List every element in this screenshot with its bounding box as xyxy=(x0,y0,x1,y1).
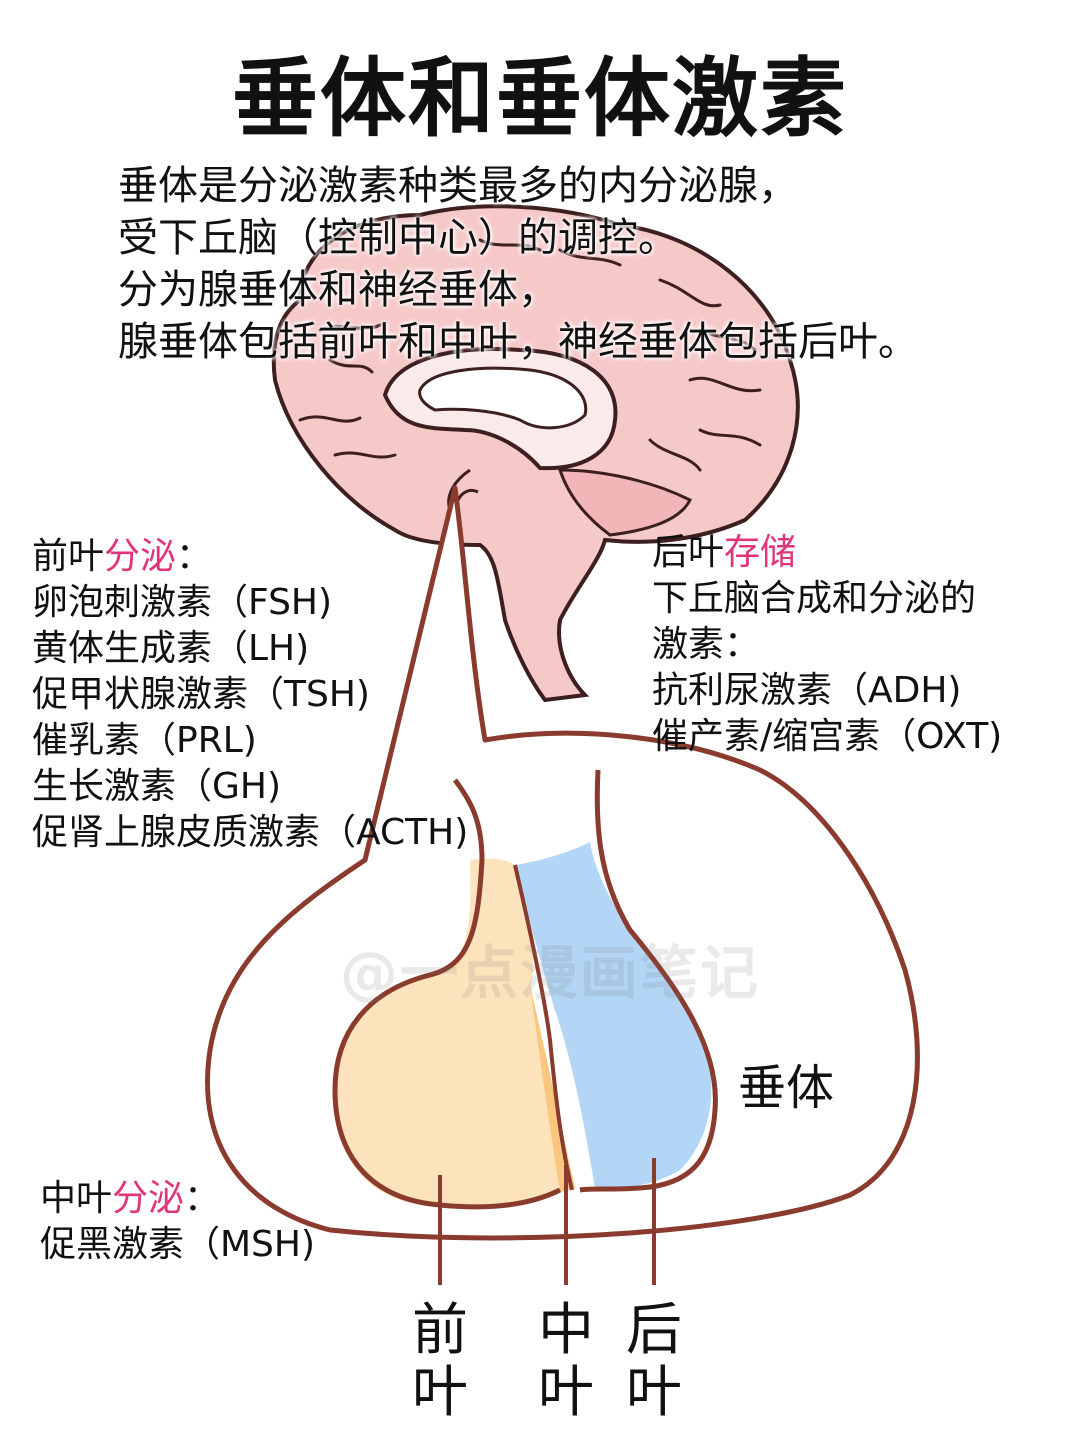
list-item: 黄体生成素（LH) xyxy=(32,628,310,669)
list-item: 抗利尿激素（ADH) xyxy=(652,670,962,711)
middle-hormone-list: 中叶分泌： 促黑激素（MSH) xyxy=(40,1176,315,1268)
mid-lobe-label: 中 叶 xyxy=(531,1300,601,1424)
pituitary-label: 垂体 xyxy=(738,1060,835,1116)
list-item: 卵泡刺激素（FSH) xyxy=(32,582,333,623)
pituitary-magnified xyxy=(205,485,920,1285)
intro-line: 分为腺垂体和神经垂体， xyxy=(118,267,558,313)
watermark: @一点漫画笔记 xyxy=(340,939,761,1007)
list-item: 催乳素（PRL) xyxy=(32,720,257,761)
lobe-outline-left xyxy=(332,778,562,1210)
list-item: 促黑激素（MSH) xyxy=(40,1224,316,1265)
posterior-heading-accent: 存储 xyxy=(724,532,797,573)
posterior-heading-prefix: 后叶 xyxy=(652,532,725,573)
anterior-heading: 前叶分泌： xyxy=(32,534,468,580)
intro-line: 受下丘脑（控制中心）的调控。 xyxy=(118,215,678,261)
posterior-heading: 后叶存储 xyxy=(652,530,1002,576)
back-lobe-label-char: 后 xyxy=(626,1298,682,1363)
middle-heading-suffix: ： xyxy=(184,1178,221,1219)
brain-sulci xyxy=(298,238,762,472)
middle-heading-prefix: 中叶 xyxy=(40,1178,113,1219)
back-lobe-label: 后 叶 xyxy=(619,1300,689,1424)
anterior-heading-prefix: 前叶 xyxy=(32,536,105,577)
intro-line: 垂体是分泌激素种类最多的内分泌腺， xyxy=(118,163,798,209)
brain-ventricle xyxy=(418,366,588,430)
mid-lobe-label-char: 叶 xyxy=(538,1360,594,1425)
posterior-lobe-fill xyxy=(515,842,712,1189)
intro-paragraph: 垂体是分泌激素种类最多的内分泌腺， 受下丘脑（控制中心）的调控。 分为腺垂体和神… xyxy=(118,160,918,368)
lobe-outline-divider xyxy=(513,864,574,1191)
brain-inner-lobe xyxy=(557,468,693,537)
list-item: 促肾上腺皮质激素（ACTH) xyxy=(32,812,469,853)
page-title: 垂体和垂体激素 xyxy=(232,49,848,149)
anterior-heading-accent: 分泌 xyxy=(104,536,177,577)
list-item: 促甲状腺激素（TSH) xyxy=(32,674,370,715)
posterior-hormone-list: 后叶存储 下丘脑合成和分泌的 激素： 抗利尿激素（ADH) 催产素/缩宫素（OX… xyxy=(652,530,1002,760)
list-item: 生长激素（GH) xyxy=(32,766,282,807)
middle-heading-accent: 分泌 xyxy=(112,1178,185,1219)
back-lobe-label-char: 叶 xyxy=(626,1360,682,1425)
lobe-outline-right xyxy=(579,769,718,1193)
anterior-heading-suffix: ： xyxy=(176,536,213,577)
anterior-hormone-list: 前叶分泌： 卵泡刺激素（FSH) 黄体生成素（LH) 促甲状腺激素（TSH) 催… xyxy=(32,534,468,856)
intro-line: 腺垂体包括前叶和中叶，神经垂体包括后叶。 xyxy=(118,319,918,365)
middle-heading: 中叶分泌： xyxy=(40,1176,315,1222)
front-lobe-label-char: 叶 xyxy=(412,1360,468,1425)
front-lobe-label-char: 前 xyxy=(412,1298,468,1363)
list-item: 催产素/缩宫素（OXT) xyxy=(652,716,1003,757)
mid-lobe-label-char: 中 xyxy=(538,1298,594,1363)
front-lobe-label: 前 叶 xyxy=(405,1300,475,1424)
list-item: 下丘脑合成和分泌的 xyxy=(652,578,977,619)
anterior-lobe-fill xyxy=(334,858,560,1209)
list-item: 激素： xyxy=(652,624,761,665)
